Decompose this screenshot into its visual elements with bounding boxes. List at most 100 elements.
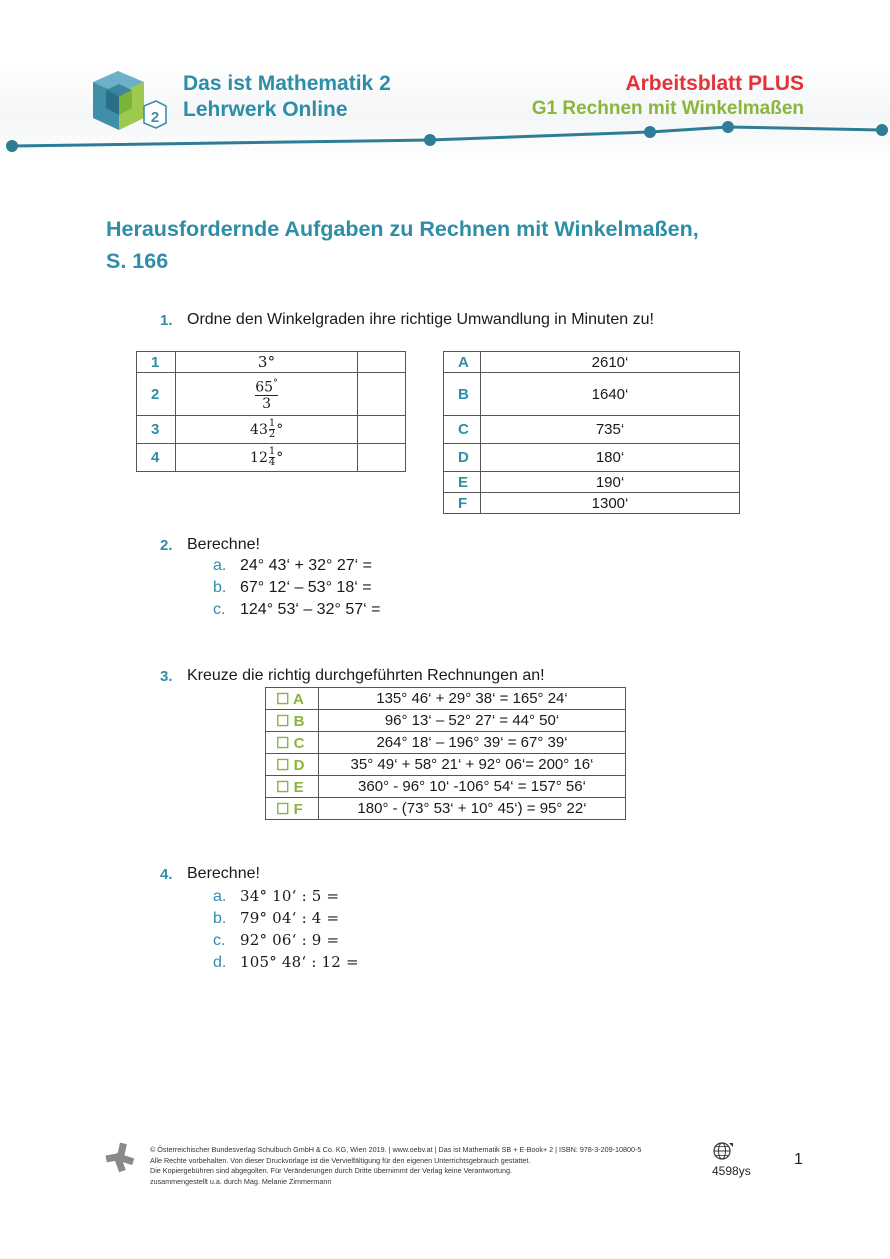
right-value-b: 1640‘ xyxy=(480,372,740,416)
right-value-c: 735‘ xyxy=(480,415,740,444)
checkbox-c[interactable]: ☐ C xyxy=(265,731,319,754)
table-row: 1 3° xyxy=(136,351,406,373)
right-label-c: C xyxy=(443,415,481,444)
task-1-right-table: A 2610‘ B 1640‘ C 735‘ D 180‘ E 190‘ F 1… xyxy=(443,351,740,514)
item-letter: c. xyxy=(213,932,226,949)
right-label-e: E xyxy=(443,471,481,493)
calc-d: 35° 49‘ + 58° 21‘ + 92° 06‘= 200° 16‘ xyxy=(318,753,626,776)
footer-line2: Alle Rechte vorbehalten. Von dieser Druc… xyxy=(150,1155,531,1165)
table-row: ☐ A 135° 46‘ + 29° 38‘ = 165° 24‘ xyxy=(265,687,626,710)
answer-cell-1[interactable] xyxy=(357,351,406,373)
task-4-item-a: a. 34° 10‘ : 5 = xyxy=(213,887,339,906)
item-letter: a. xyxy=(213,557,227,574)
table-row: ☐ E 360° - 96° 10‘ -106° 54‘ = 157° 56‘ xyxy=(265,775,626,798)
brand-subtitle: Lehrwerk Online xyxy=(183,98,348,121)
right-label-b: B xyxy=(443,372,481,416)
sheet-type: Arbeitsblatt PLUS xyxy=(625,72,804,95)
answer-cell-2[interactable] xyxy=(357,372,406,416)
task-1-number: 1. xyxy=(160,312,173,329)
small-fraction-denominator: 4 xyxy=(268,457,276,468)
fraction-bar xyxy=(268,429,276,430)
page-title: Herausfordernde Aufgaben zu Rechnen mit … xyxy=(106,213,806,277)
table-row: D 180‘ xyxy=(443,443,740,472)
checkbox-d[interactable]: ☐ D xyxy=(265,753,319,776)
page-title-line1: Herausfordernde Aufgaben zu Rechnen mit … xyxy=(106,217,699,241)
right-value-e: 190‘ xyxy=(480,471,740,493)
table-row: ☐ D 35° 49‘ + 58° 21‘ + 92° 06‘= 200° 16… xyxy=(265,753,626,776)
task-3-text: Kreuze die richtig durchgeführten Rechnu… xyxy=(187,667,545,684)
table-row: A 2610‘ xyxy=(443,351,740,373)
page-title-line2: S. 166 xyxy=(106,249,169,273)
left-expr-1: 3° xyxy=(174,351,359,373)
item-expression: 79° 04‘ : 4 = xyxy=(240,909,340,927)
task-4-number: 4. xyxy=(160,866,173,883)
right-label-d: D xyxy=(443,443,481,472)
table-row: E 190‘ xyxy=(443,471,740,493)
degree-symbol: ° xyxy=(276,449,284,466)
table-row: F 1300‘ xyxy=(443,492,740,514)
sheet-topic: G1 Rechnen mit Winkelmaßen xyxy=(531,98,804,119)
item-expression: 92° 06‘ : 9 = xyxy=(240,931,340,949)
answer-cell-4[interactable] xyxy=(357,443,406,472)
online-code[interactable]: 4598ys xyxy=(712,1164,751,1178)
checkbox-b[interactable]: ☐ B xyxy=(265,709,319,732)
small-fraction-numerator: 1 xyxy=(268,418,276,429)
task-2-number: 2. xyxy=(160,537,173,554)
item-expression: 24° 43‘ + 32° 27‘ = xyxy=(240,557,373,574)
left-expr-2: 65° 3 xyxy=(174,372,359,416)
item-letter: a. xyxy=(213,888,227,905)
fraction: 65° 3 xyxy=(255,376,279,413)
logo-number: 2 xyxy=(151,109,159,126)
task-2-item-a: a. 24° 43‘ + 32° 27‘ = xyxy=(213,557,372,575)
right-label-f: F xyxy=(443,492,481,514)
item-letter: b. xyxy=(213,579,227,596)
item-letter: b. xyxy=(213,910,227,927)
checkbox-f[interactable]: ☐ F xyxy=(265,797,319,820)
footer-line3: Die Kopiergebühren sind abgegolten. Für … xyxy=(150,1166,512,1175)
checkbox-a[interactable]: ☐ A xyxy=(265,687,319,710)
left-label-3: 3 xyxy=(136,415,176,444)
cube-logo-icon: 2 xyxy=(93,71,167,130)
left-label-2: 2 xyxy=(136,372,176,416)
item-expression: 124° 53‘ – 32° 57‘ = xyxy=(240,601,381,618)
brand-title: Das ist Mathematik 2 xyxy=(183,72,391,95)
task-2-item-c: c. 124° 53‘ – 32° 57‘ = xyxy=(213,601,380,619)
mixed-whole: 12 xyxy=(250,449,268,466)
answer-cell-3[interactable] xyxy=(357,415,406,444)
table-row: ☐ C 264° 18‘ – 196° 39‘ = 67° 39‘ xyxy=(265,731,626,754)
left-label-4: 4 xyxy=(136,443,176,472)
table-row: ☐ F 180° - (73° 53‘ + 10° 45‘) = 95° 22‘ xyxy=(265,797,626,820)
right-value-a: 2610‘ xyxy=(480,351,740,373)
task-2-item-b: b.67° 12‘ – 53° 18‘ = xyxy=(213,579,372,597)
small-fraction-numerator: 1 xyxy=(268,446,276,457)
footer-line4: zusammengestellt u.a. durch Mag. Melanie… xyxy=(150,1176,332,1186)
item-expression: 34° 10‘ : 5 = xyxy=(240,887,340,905)
degree-symbol: ° xyxy=(273,377,279,389)
globe-icon[interactable] xyxy=(712,1141,734,1161)
footer-line1: © Österreichischer Bundesverlag Schulbuc… xyxy=(150,1145,642,1154)
left-label-1: 1 xyxy=(136,351,176,373)
table-row: ☐ B 96° 13‘ – 52° 27‘ = 44° 50‘ xyxy=(265,709,626,732)
calc-c: 264° 18‘ – 196° 39‘ = 67° 39‘ xyxy=(318,731,626,754)
right-value-f: 1300‘ xyxy=(480,492,740,514)
task-4-item-d: d.105° 48‘ : 12 = xyxy=(213,953,359,972)
header-timeline-line xyxy=(6,121,888,152)
task-3-table: ☐ A 135° 46‘ + 29° 38‘ = 165° 24‘ ☐ B 96… xyxy=(265,687,626,820)
table-row: C 735‘ xyxy=(443,415,740,444)
checkbox-e[interactable]: ☐ E xyxy=(265,775,319,798)
mixed-whole: 43 xyxy=(250,421,268,438)
fraction-denominator: 3 xyxy=(262,396,272,413)
table-row: B 1640‘ xyxy=(443,372,740,416)
item-letter: c. xyxy=(213,601,226,618)
small-fraction-denominator: 2 xyxy=(268,429,276,440)
calc-a: 135° 46‘ + 29° 38‘ = 165° 24‘ xyxy=(318,687,626,710)
fraction-numerator: 65 xyxy=(255,379,274,396)
